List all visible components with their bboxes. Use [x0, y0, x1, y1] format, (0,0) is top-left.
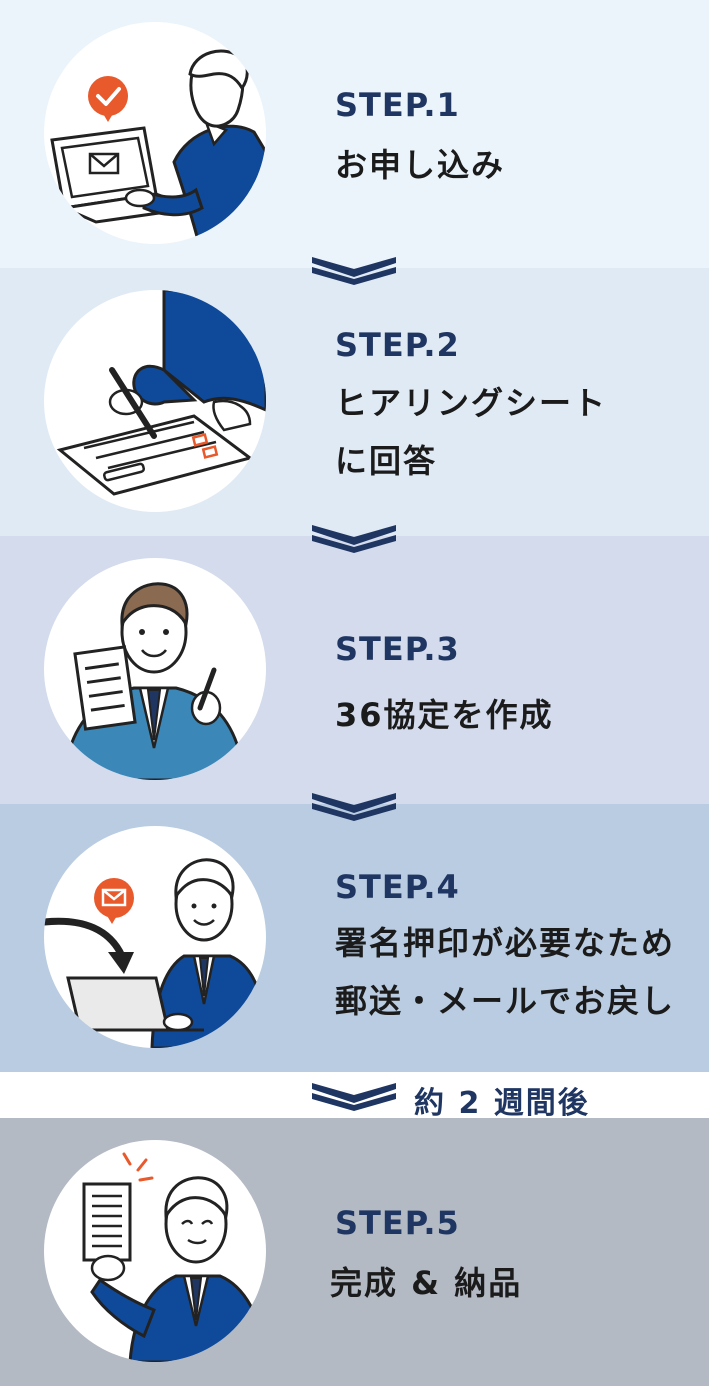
- step-5-label: STEP.5: [335, 1204, 460, 1242]
- step-3-band: STEP.3 36協定を作成: [0, 536, 709, 804]
- document-person-icon: [44, 558, 266, 780]
- step-1-line-1: お申し込み: [335, 146, 506, 184]
- chevron-down-icon: [312, 793, 396, 821]
- step-4-line-1: 署名押印が必要なため: [335, 924, 676, 962]
- step-2-text: ヒアリングシート に回答: [335, 374, 607, 490]
- laptop-mail-icon: [44, 22, 266, 244]
- step-3-line-1: 36協定を作成: [335, 696, 554, 734]
- step-4-label: STEP.4: [335, 868, 460, 906]
- step-3-label: STEP.3: [335, 630, 460, 668]
- step-1-text: お申し込み: [335, 136, 505, 194]
- step-2-line-2: に回答: [335, 442, 438, 480]
- timing-note: 約 2 週間後: [414, 1086, 590, 1121]
- step-5-text: 完成 & 納品: [330, 1254, 522, 1312]
- step-5-band: STEP.5 完成 & 納品: [0, 1118, 709, 1386]
- step-1-band: STEP.1 お申し込み: [0, 0, 709, 268]
- step-3-text: 36協定を作成: [335, 686, 554, 744]
- step-2-band: STEP.2 ヒアリングシート に回答: [0, 268, 709, 536]
- step-4-band: STEP.4 署名押印が必要なため 郵送・メールでお戻し: [0, 804, 709, 1072]
- step-4-text: 署名押印が必要なため 郵送・メールでお戻し: [335, 914, 675, 1030]
- chevron-down-icon: [312, 525, 396, 553]
- chevron-down-icon: [312, 257, 396, 285]
- chevron-down-icon: [312, 1083, 396, 1111]
- step-4-line-2: 郵送・メールでお戻し: [335, 982, 676, 1020]
- step-5-line-1: 完成 & 納品: [330, 1264, 523, 1302]
- writing-sheet-icon: [44, 290, 266, 512]
- step-1-label: STEP.1: [335, 86, 460, 124]
- send-laptop-icon: [44, 826, 266, 1048]
- delivered-document-icon: [44, 1140, 266, 1362]
- step-2-label: STEP.2: [335, 326, 460, 364]
- step-2-line-1: ヒアリングシート: [335, 384, 608, 422]
